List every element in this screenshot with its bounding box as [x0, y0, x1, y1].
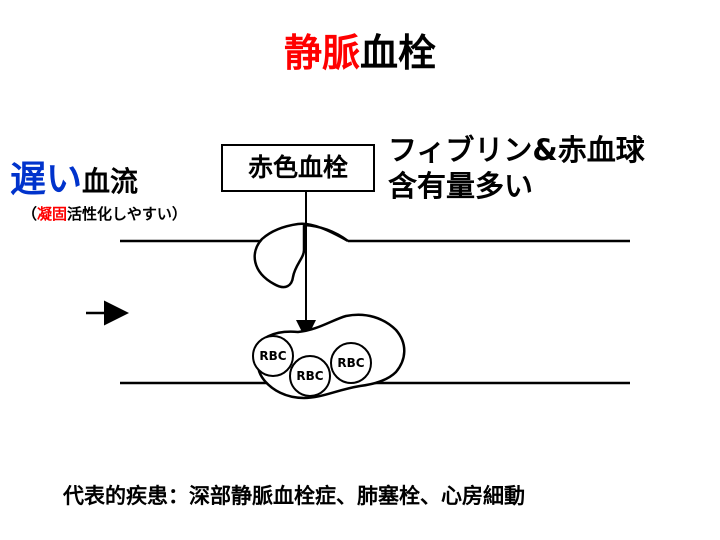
title-highlight: 静脈 [283, 31, 360, 75]
upper-thrombus-shape [253, 222, 349, 289]
rbc-label-2: RBC [296, 369, 323, 383]
rbc-label-3: RBC [337, 356, 364, 370]
rbc-cell-3: RBC [330, 342, 372, 384]
rbc-label-1: RBC [259, 349, 286, 363]
fibrin-note: フィブリン&赤血球 含有量多い [388, 132, 645, 204]
rbc-cell-1: RBC [252, 335, 294, 377]
red-thrombus-box: 赤色血栓 [221, 144, 375, 192]
coagulation-rest: 活性化しやすい） [67, 205, 187, 223]
page-title: 静脈血栓 [0, 22, 720, 77]
coagulation-note: （凝固活性化しやすい） [22, 203, 187, 224]
representative-diseases: 代表的疾患：深部静脈血栓症、肺塞栓、心房細動 [63, 484, 525, 508]
coagulation-highlight: 凝固 [37, 205, 68, 223]
title-rest: 血栓 [360, 31, 437, 75]
flow-text: 血流 [82, 165, 139, 198]
coagulation-paren: （ [22, 205, 38, 223]
slow-flow-label: 遅い血流 [10, 150, 138, 202]
rbc-cell-2: RBC [289, 355, 331, 397]
slow-highlight: 遅い [10, 159, 83, 200]
fibrin-line-1: フィブリン&赤血球 [388, 133, 645, 167]
fibrin-line-2: 含有量多い [388, 169, 534, 203]
